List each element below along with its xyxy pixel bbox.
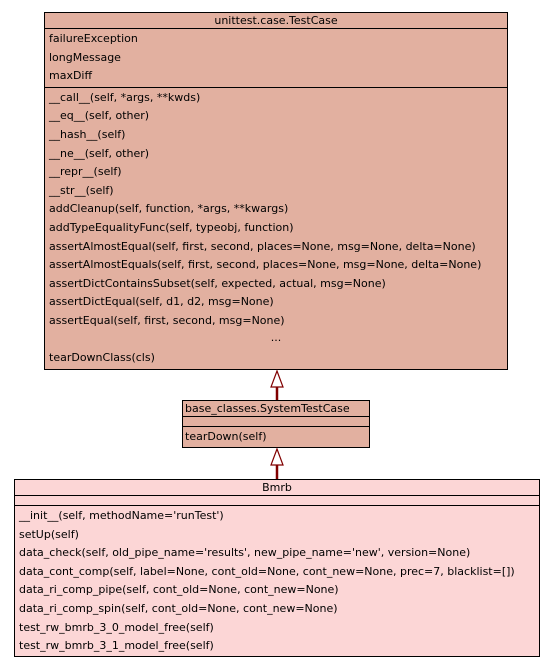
method-row: test_rw_bmrb_3_1_model_free(self) bbox=[19, 639, 214, 653]
method-row: data_cont_comp(self, label=None, cont_ol… bbox=[19, 564, 515, 578]
method-row: data_check(self, old_pipe_name='results'… bbox=[19, 546, 471, 560]
class-box-bmrb[interactable]: Bmrb __init__(self, methodName='runTest'… bbox=[14, 479, 540, 657]
method-row: assertAlmostEqual(self, first, second, p… bbox=[49, 239, 476, 253]
method-ellipsis: ... bbox=[270, 330, 282, 344]
method-row: __init__(self, methodName='runTest') bbox=[19, 509, 224, 522]
class-name-testcase: unittest.case.TestCase bbox=[45, 13, 507, 29]
attribute-row: failureException bbox=[49, 32, 138, 45]
class-box-systemtestcase[interactable]: base_classes.SystemTestCase tearDown(sel… bbox=[182, 400, 370, 448]
methods-compartment-bmrb: __init__(self, methodName='runTest') set… bbox=[15, 506, 539, 656]
class-name-bmrb: Bmrb bbox=[15, 480, 539, 496]
method-row: tearDownClass(cls) bbox=[49, 351, 155, 365]
method-row: assertEqual(self, first, second, msg=Non… bbox=[49, 313, 285, 327]
method-row: assertDictEqual(self, d1, d2, msg=None) bbox=[49, 295, 274, 309]
inheritance-arrowhead-icon bbox=[270, 447, 284, 466]
method-row: data_ri_comp_pipe(self, cont_old=None, c… bbox=[19, 583, 339, 597]
attributes-compartment-testcase: failureException longMessage maxDiff bbox=[45, 29, 507, 86]
inheritance-arrow-systemtestcase-to-testcase bbox=[270, 369, 284, 400]
inheritance-arrowhead-icon bbox=[270, 369, 284, 388]
method-row: assertAlmostEquals(self, first, second, … bbox=[49, 258, 482, 272]
method-row: assertDictContainsSubset(self, expected,… bbox=[49, 276, 386, 290]
method-row: __ne__(self, other) bbox=[49, 146, 150, 160]
method-row: addTypeEqualityFunc(self, typeobj, funct… bbox=[49, 220, 294, 234]
attribute-row: longMessage bbox=[49, 50, 121, 64]
methods-compartment-systemtestcase: tearDown(self) bbox=[183, 427, 369, 447]
attribute-row: maxDiff bbox=[49, 69, 93, 83]
compartment-separator bbox=[45, 86, 507, 88]
method-row: __repr__(self) bbox=[49, 165, 122, 179]
method-row: tearDown(self) bbox=[185, 430, 267, 443]
method-row: __hash__(self) bbox=[49, 127, 126, 141]
class-name-systemtestcase: base_classes.SystemTestCase bbox=[183, 401, 369, 417]
methods-compartment-testcase: __call__(self, *args, **kwds) __eq__(sel… bbox=[45, 88, 507, 368]
method-row: __eq__(self, other) bbox=[49, 109, 150, 123]
method-row: test_rw_bmrb_3_0_model_free(self) bbox=[19, 620, 214, 634]
empty-attributes-compartment bbox=[183, 417, 369, 427]
class-box-testcase[interactable]: unittest.case.TestCase failureException … bbox=[44, 12, 508, 370]
empty-attributes-compartment bbox=[15, 496, 539, 506]
method-row: __str__(self) bbox=[49, 183, 114, 197]
inheritance-arrow-bmrb-to-systemtestcase bbox=[270, 447, 284, 479]
method-row: addCleanup(self, function, *args, **kwar… bbox=[49, 202, 289, 216]
method-row: __call__(self, *args, **kwds) bbox=[49, 90, 201, 104]
method-row: setUp(self) bbox=[19, 527, 79, 541]
method-row: data_ri_comp_spin(self, cont_old=None, c… bbox=[19, 601, 338, 615]
